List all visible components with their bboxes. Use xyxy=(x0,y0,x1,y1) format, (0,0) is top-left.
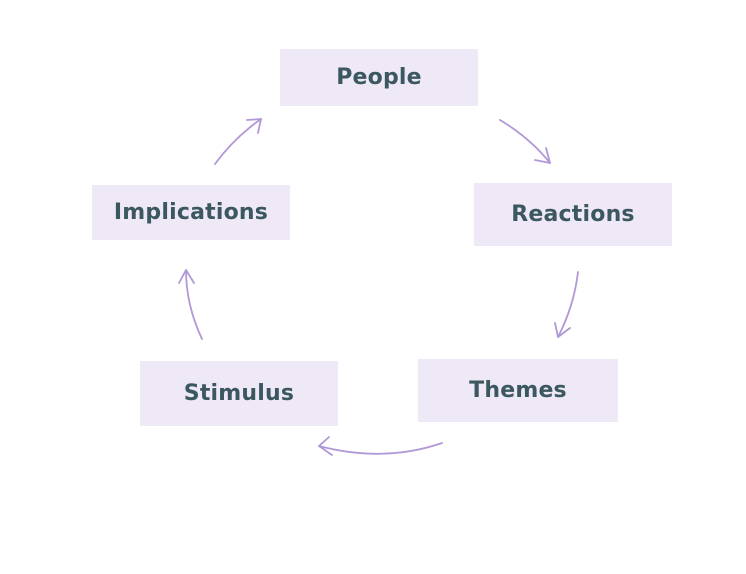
node-label-implications: Implications xyxy=(113,200,269,225)
node-reactions: Reactions xyxy=(474,183,672,246)
arrow-stimulus-to-implications xyxy=(178,269,203,340)
node-label-themes: Themes xyxy=(469,378,567,403)
arrow-reactions-to-themes xyxy=(554,271,579,338)
arrow-themes-to-stimulus xyxy=(318,436,443,456)
node-label-reactions: Reactions xyxy=(511,202,635,227)
node-implications: Implications xyxy=(92,185,290,240)
arrow-implications-to-people xyxy=(214,118,262,165)
arrow-people-to-reactions xyxy=(499,119,551,164)
node-themes: Themes xyxy=(418,359,618,422)
node-stimulus: Stimulus xyxy=(140,361,338,426)
node-label-people: People xyxy=(336,65,422,90)
node-label-stimulus: Stimulus xyxy=(183,381,295,406)
node-people: People xyxy=(280,49,478,106)
